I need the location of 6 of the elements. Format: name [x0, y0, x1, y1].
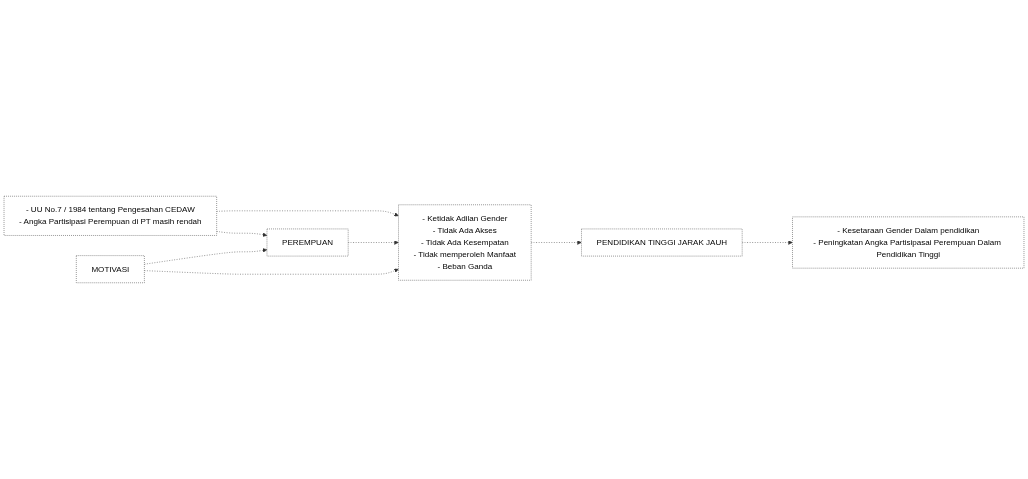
node-box: PENDIDIKAN TINGGI JARAK JAUH: [581, 228, 743, 257]
node-box: - Kesetaraan Gender Dalam pendidikan - Peningkatan Angka Partisipasai Perempuan Dalam Pendidikan Tinggi: [792, 216, 1025, 269]
node-box: - Ketidak Adilan Gender - Tidak Ada Akses - Tidak Ada Kesempatan - Tidak memperoleh Manfaat - Beban Ganda: [398, 204, 532, 281]
node-box: MOTIVASI: [76, 255, 145, 284]
node-box: - UU No.7 / 1984 tentang Pengesahan CEDAW - Angka Partisipasi Perempuan di PT masih rendah: [3, 195, 217, 236]
node-box: PEREMPUAN: [266, 228, 349, 257]
